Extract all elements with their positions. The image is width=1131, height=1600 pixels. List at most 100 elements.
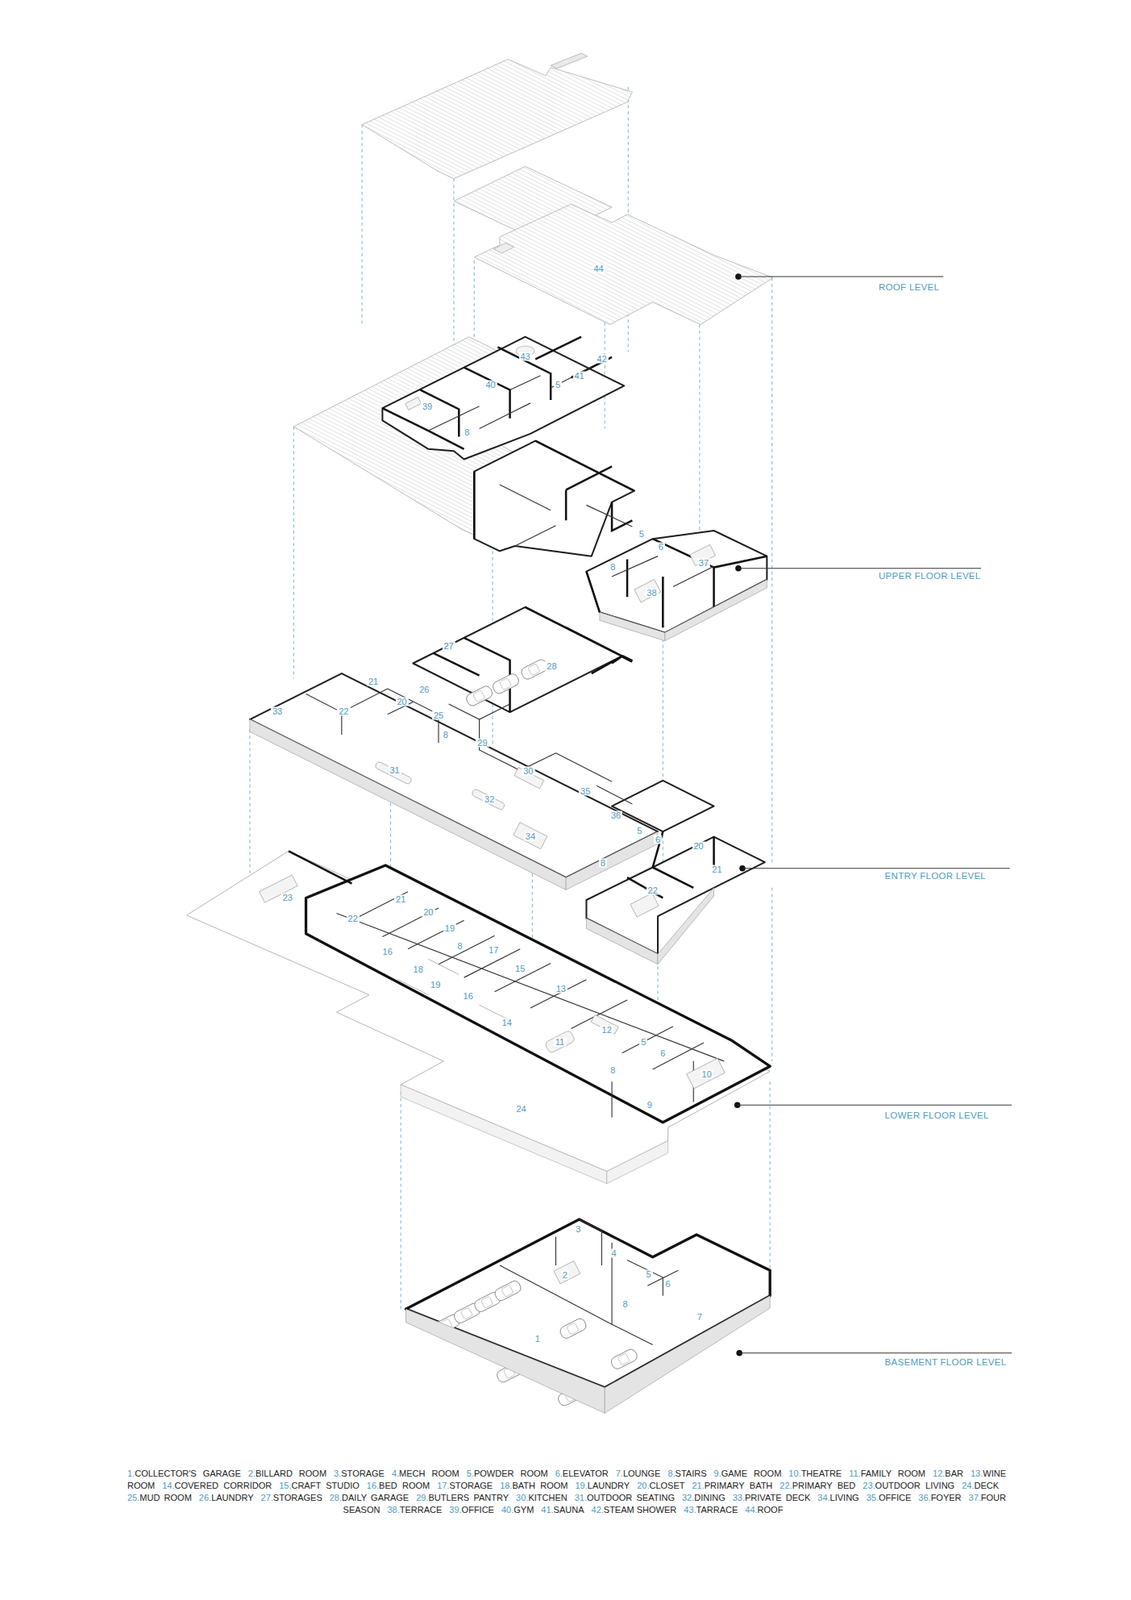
legend-item: 42.STEAM SHOWER [591,1504,685,1514]
legend-number: 44. [744,1504,757,1514]
callout-number: 28 [544,661,558,671]
legend-name: PRIMARY BED [792,1480,857,1490]
callout-number: 7 [695,1312,704,1322]
legend-number: 35. [866,1492,879,1502]
legend-item: 39.OFFICE [449,1504,502,1514]
legend-name: CRAFT STUDIO [291,1480,359,1490]
legend-number: 20. [636,1480,649,1490]
legend-name: FAMILY ROOM [860,1467,926,1478]
legend-number: 37. [968,1492,982,1502]
legend-name: STORAGE [449,1480,494,1490]
legend-name: BATH ROOM [511,1480,568,1490]
legend-name: TARRACE [696,1504,739,1514]
legend-item: 24.DECK [961,1480,1007,1490]
legend-item: 32.DINING [681,1492,733,1502]
callout-number: 20 [691,840,705,850]
callout-number: 10 [700,1069,714,1079]
callout-number: 17 [486,944,500,954]
legend-name: FOYER [931,1492,962,1502]
basement-floor [406,1218,771,1413]
callout-number: 3 [573,1224,583,1234]
callout-number: 43 [518,351,532,361]
legend-name: GAME ROOM [721,1467,782,1478]
callout-number: 20 [395,697,408,707]
legend-item: 27.STORAGES [261,1492,330,1502]
legend-name: STAIRS [675,1467,707,1478]
level-label: BASEMENT FLOOR LEVEL [883,1356,1009,1368]
callout-number: 6 [658,1047,667,1057]
callout-number: 23 [281,893,295,903]
callout-number: 8 [598,858,608,868]
legend-number: 41. [540,1504,554,1514]
legend-name: LOUNGE [623,1467,661,1478]
legend-number: 19. [574,1480,587,1490]
callout-number: 31 [387,765,401,775]
callout-number: 36 [609,810,623,820]
legend-number: 14. [162,1480,175,1490]
legend-item: 7.LOUNGE [615,1467,669,1478]
callout-number: 16 [461,990,475,1000]
legend-item: 9.GAME ROOM [713,1467,789,1478]
legend-number: 39. [449,1504,462,1514]
legend-item: 43.TARRACE [683,1504,745,1514]
callout-number: 5 [635,825,644,835]
legend-number: 21. [691,1480,704,1490]
callout-number: 37 [697,558,711,568]
legend-number: 34. [817,1492,830,1502]
legend-item: 15.CRAFT STUDIO [278,1480,367,1490]
legend-name: STEAM SHOWER [603,1504,677,1514]
legend-number: 4. [391,1467,400,1478]
callout-number: 6 [664,1278,673,1288]
legend-number: 17. [436,1480,450,1490]
legend-number: 32. [681,1492,695,1502]
callout-number: 6 [656,542,666,552]
callout-number: 42 [594,354,608,364]
upper-floor [293,336,767,641]
callout-number: 19 [428,979,442,989]
callout-number: 4 [610,1247,619,1257]
legend-name: CLOSET [648,1480,685,1490]
callout-number: 38 [644,588,658,598]
callout-number: 5 [639,1036,648,1046]
legend-name: ROOF [757,1504,784,1514]
callout-number: 8 [462,428,471,437]
legend-name: KITCHEN [528,1492,567,1502]
legend-number: 10. [788,1467,801,1478]
legend-item: 20.CLOSET [636,1480,692,1490]
callout-number: 22 [336,706,350,716]
legend-name: BED ROOM [378,1480,430,1490]
callout-number: 5 [644,1269,653,1279]
callout-number: 5 [553,379,562,389]
legend-item: 33.PRIVATE DECK [732,1492,819,1502]
legend-number: 25. [127,1492,140,1502]
callout-number: 18 [411,964,425,973]
legend-name: COVERED CORRIDOR [174,1480,273,1490]
legend-item: 18.BATH ROOM [499,1480,575,1490]
legend-item: 2.BILLARD ROOM [248,1467,334,1478]
legend-item: 12.BAR [932,1467,971,1478]
legend-name: BILLARD ROOM [255,1467,327,1478]
legend-item: 40.GYM [501,1504,541,1514]
callout-number: 30 [521,766,535,776]
legend-name: OUTDOOR LIVING [875,1480,956,1490]
legend-number: 8. [667,1467,675,1478]
callout-number: 1 [533,1333,542,1343]
legend-number: 30. [515,1492,529,1502]
legend-number: 3. [333,1467,341,1478]
legend-name: MECH ROOM [399,1467,460,1478]
legend-number: 15. [278,1480,292,1490]
callout-number: 21 [710,864,724,874]
callout-number: 16 [381,947,395,957]
legend-number: 6. [555,1467,563,1478]
legend-number: 1. [127,1467,135,1478]
callout-number: 21 [366,677,380,687]
legend-number: 33. [732,1492,745,1502]
legend-number: 12. [932,1467,945,1478]
legend-name: DECK [973,1480,999,1490]
legend-item: 3.STORAGE [333,1467,392,1478]
legend-number: 29. [415,1492,429,1502]
callout-number: 44 [591,263,605,273]
callout-number: 40 [483,379,497,389]
legend-item: 34.LIVING [817,1492,866,1502]
callout-number: 8 [608,562,617,572]
